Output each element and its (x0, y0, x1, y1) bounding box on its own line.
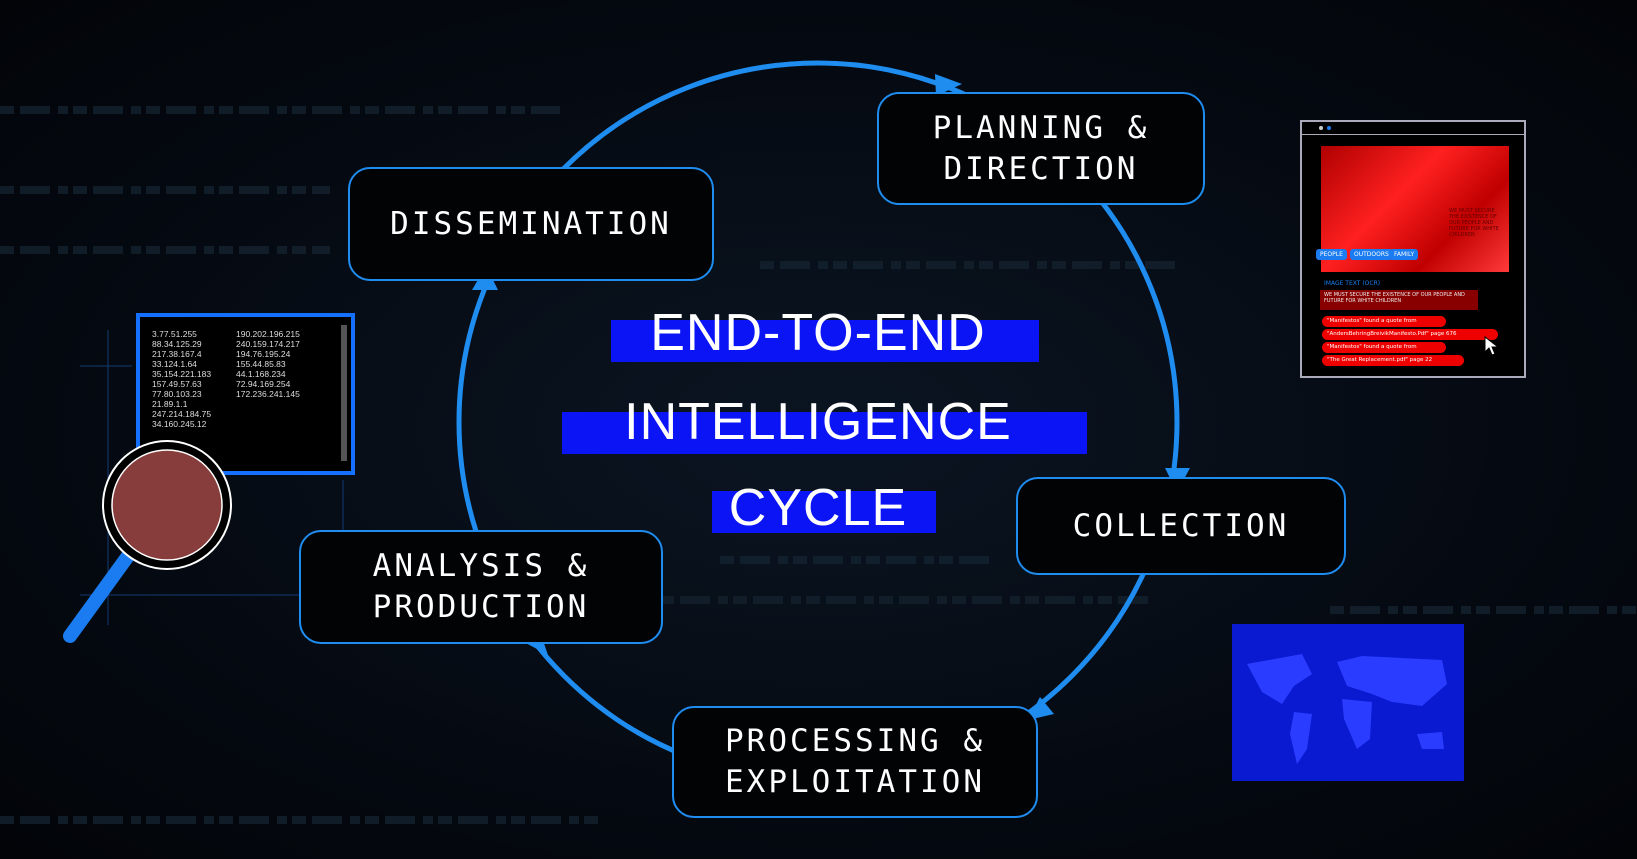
ip-right: 172.236.241.145 (236, 389, 300, 399)
tag-people[interactable]: PEOPLE (1316, 249, 1347, 260)
ip-left: 33.124.1.64 (152, 359, 197, 369)
stage-collection: COLLECTION (1016, 477, 1346, 575)
ip-right: 44.1.168.234 (236, 369, 286, 379)
world-map (1232, 624, 1464, 781)
ip-right: 240.159.174.217 (236, 339, 300, 349)
title-line-2: INTELLIGENCE (624, 393, 1012, 451)
ip-left: 77.80.103.23 (152, 389, 202, 399)
arrow-to-processing (1028, 697, 1054, 720)
image-analysis-panel: WE MUST SECURE THE EXISTENCE OF OUR PEOP… (1300, 120, 1526, 378)
magnifier-lens (111, 449, 223, 561)
ip-right: 155.44.85.83 (236, 359, 286, 369)
ip-left: 34.160.245.12 (152, 419, 207, 429)
ip-left: 157.49.57.63 (152, 379, 202, 389)
arrow-to-planning (935, 74, 962, 96)
title-bar-2 (562, 412, 1087, 454)
stage-processing-exploitation: PROCESSING & EXPLOITATION (672, 706, 1038, 818)
ip-left: 21.89.1.1 (152, 399, 188, 409)
title-line-3: CYCLE (728, 479, 908, 537)
ip-right: 72.94.169.254 (236, 379, 291, 389)
title-line-1: END-TO-END (650, 304, 986, 362)
result-4[interactable]: "The Great Replacement.pdf" page 22 (1322, 355, 1464, 366)
ip-right: 194.76.195.24 (236, 349, 291, 359)
ip-left: 3.77.51.255 (152, 329, 197, 339)
ip-left: 247.214.184.75 (152, 409, 212, 419)
scrollbar[interactable] (341, 325, 347, 461)
world-map-icon (1247, 654, 1447, 764)
title-bar-1 (611, 320, 1039, 362)
tag-family[interactable]: FAMILY (1390, 249, 1419, 260)
ocr-text: WE MUST SECURE THE EXISTENCE OF OUR PEOP… (1320, 290, 1478, 310)
result-2[interactable]: "AndersBehringBreivikManifesto.Pdf" page… (1322, 329, 1498, 340)
result-1[interactable]: "Manifestos" found a quote from (1322, 316, 1446, 327)
ip-right: 190.202.196.215 (236, 329, 300, 339)
result-3[interactable]: "Manifestos" found a quote from (1322, 342, 1446, 353)
cursor-icon (1484, 336, 1500, 356)
photo-overlay-text: WE MUST SECURE THE EXISTENCE OF OUR PEOP… (1449, 208, 1499, 238)
tag-outdoors[interactable]: OUTDOORS (1350, 249, 1393, 260)
stage-dissemination: DISSEMINATION (348, 167, 714, 281)
ip-left: 217.38.167.4 (152, 349, 202, 359)
ip-left: 35.154.221.183 (152, 369, 212, 379)
ocr-label: IMAGE TEXT (OCR) (1324, 280, 1381, 287)
title-bar-3 (712, 491, 936, 533)
magnifier-handle (63, 549, 135, 643)
stage-analysis-production: ANALYSIS & PRODUCTION (299, 530, 663, 644)
ip-left: 88.34.125.29 (152, 339, 202, 349)
stage-planning-direction: PLANNING & DIRECTION (877, 92, 1205, 205)
